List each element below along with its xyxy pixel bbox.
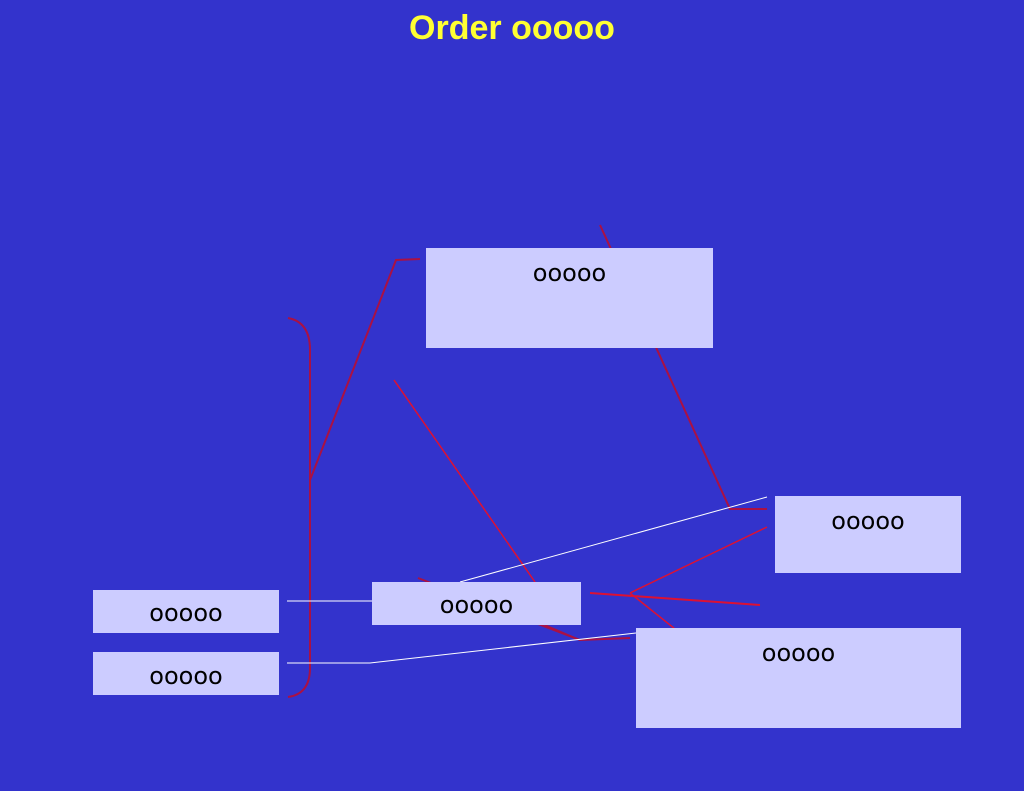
center-to-right-upper-line [459, 496, 768, 583]
brace-to-top-box-line [309, 258, 421, 481]
left-lower-to-right-lower-line [287, 632, 637, 664]
diagonal-to-center-line [393, 379, 536, 583]
box-left-lower-label: ooooo [149, 662, 223, 690]
fan-line-upper [629, 526, 768, 594]
fan-line-middle [589, 592, 761, 606]
page-title: Order ooooo [409, 9, 615, 47]
box-center: ooooo [372, 582, 581, 625]
box-right-upper: ooooo [775, 496, 961, 573]
box-top-label: ooooo [532, 259, 607, 287]
box-left-upper-label: ooooo [149, 599, 223, 627]
box-right-lower: ooooo [636, 628, 961, 728]
box-top: ooooo [426, 248, 713, 348]
box-left-upper: ooooo [93, 590, 279, 633]
box-right-upper-label: ooooo [831, 507, 905, 535]
box-left-lower: ooooo [93, 652, 279, 695]
box-right-lower-label: ooooo [761, 639, 836, 667]
box-center-label: ooooo [439, 591, 514, 619]
center-right-lower-stub [544, 624, 581, 641]
left-brace [287, 317, 311, 698]
